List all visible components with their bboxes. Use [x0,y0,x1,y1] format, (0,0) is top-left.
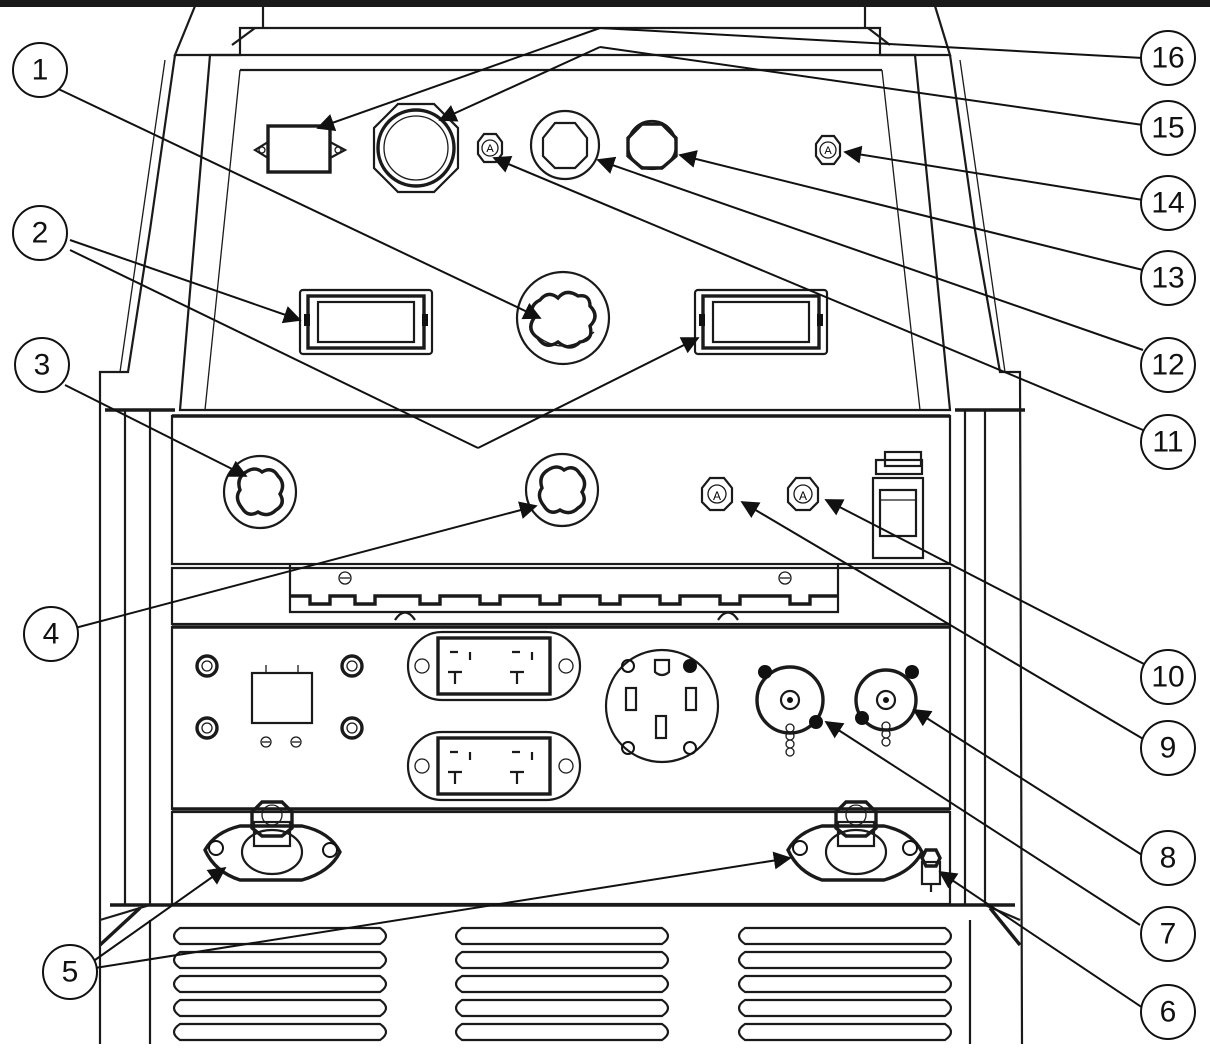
meter-display-left-icon [298,288,434,356]
svg-text:A: A [486,143,494,155]
center-control-knob-icon [515,270,611,366]
svg-text:10: 10 [1151,661,1184,694]
toggle-switch-top-left-icon: A [476,132,504,164]
gfci-terminal-block-icon [195,654,364,748]
knob-13-icon [626,119,678,171]
callouts: 1 2 3 4 5 6 7 8 9 10 11 12 13 14 15 16 [12,30,1196,1040]
callout-3: 3 [14,337,70,393]
meter-display-right-icon [693,288,829,356]
svg-text:1: 1 [32,54,49,87]
svg-text:2: 2 [32,217,49,250]
svg-text:13: 13 [1151,262,1184,295]
toggle-switch-top-right-icon: A [814,134,842,166]
svg-text:9: 9 [1160,732,1177,765]
svg-text:A: A [799,489,807,503]
callout-14: 14 [1140,175,1196,231]
weld-output-terminal-left-icon [203,800,342,882]
callout-2: 2 [12,205,68,261]
callout-9: 9 [1140,720,1196,776]
svg-text:A: A [824,145,832,157]
ground-stud-icon [920,848,942,892]
control-knob-4-icon [524,452,600,528]
toggle-switch-10-icon: A [786,476,820,512]
callout-1: 1 [12,42,68,98]
svg-text:15: 15 [1151,112,1184,145]
top-border [0,0,1210,7]
240v-receptacle-icon [604,648,720,764]
callout-16: 16 [1140,30,1196,86]
duplex-receptacle-upper-icon [406,630,582,702]
callout-10: 10 [1140,649,1196,705]
remote-receptacle-8-icon [854,665,919,747]
svg-text:3: 3 [34,349,51,382]
duplex-receptacle-lower-icon [406,730,582,802]
leader-lines [49,27,1151,1011]
svg-text:14: 14 [1151,187,1184,220]
callout-7: 7 [1140,906,1196,962]
remote-receptacle-7-icon [755,665,825,757]
callout-11: 11 [1140,414,1196,470]
control-knob-3-icon [222,454,298,530]
vent-louvers [172,926,953,1042]
knob-12-icon [529,109,601,181]
svg-text:A: A [713,489,721,503]
callout-15: 15 [1140,100,1196,156]
hour-meter-icon [252,124,348,174]
callout-12: 12 [1140,337,1196,393]
svg-text:11: 11 [1152,426,1183,459]
weld-output-terminal-right-icon [786,800,924,882]
svg-text:16: 16 [1151,42,1184,75]
callout-6: 6 [1140,984,1196,1040]
svg-text:6: 6 [1160,996,1177,1029]
svg-text:12: 12 [1151,349,1184,382]
callout-13: 13 [1140,250,1196,306]
svg-text:8: 8 [1160,842,1177,875]
svg-text:5: 5 [62,956,79,989]
callout-4: 4 [23,606,79,662]
callout-8: 8 [1140,830,1196,886]
toggle-switch-9-icon: A [700,476,734,512]
machine-body [98,5,1025,1045]
rocker-switch-icon [871,450,925,560]
svg-text:7: 7 [1160,918,1177,951]
callout-5: 5 [42,944,98,1000]
svg-text:4: 4 [43,618,60,651]
